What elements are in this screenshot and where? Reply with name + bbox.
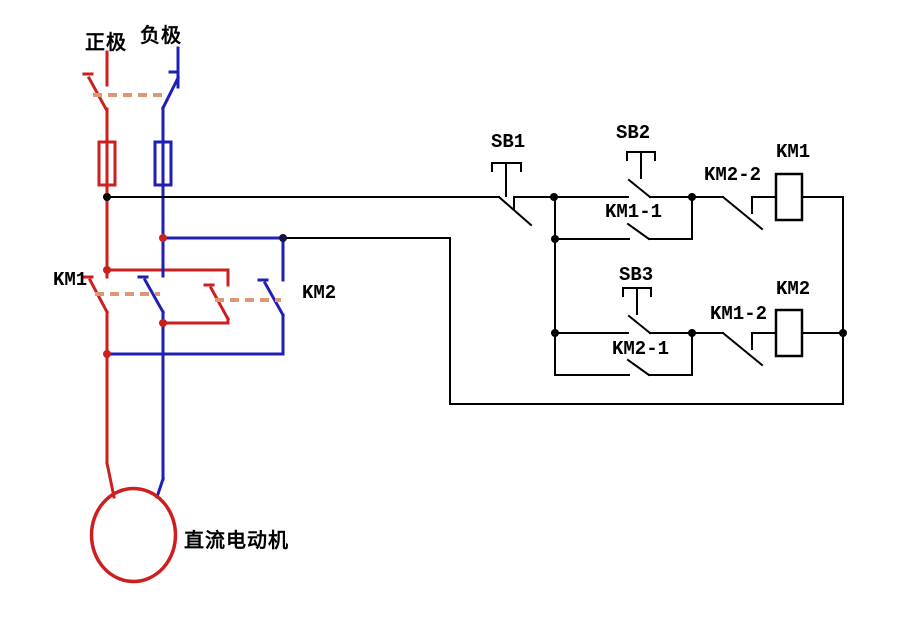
km2-main-contact-b-icon (257, 278, 286, 318)
knife-switch-positive-icon (82, 72, 109, 112)
km1-1-contact-label: KM1-1 (605, 201, 663, 223)
negative-feed-line (105, 46, 286, 499)
knife-switch-negative-icon (160, 70, 181, 111)
sb3-start-button-icon (622, 287, 652, 335)
sb3-button-label: SB3 (619, 264, 654, 286)
km1-main-contacts-label: KM1 (53, 269, 88, 291)
positive-feed-line (82, 50, 231, 499)
km2-main-contact-a-icon (203, 283, 231, 322)
km2-main-contacts-label: KM2 (302, 282, 337, 304)
km2-2-interlock-contact-icon (721, 195, 764, 231)
linkage-dashed-lines (93, 93, 281, 302)
junction-dots (103, 193, 847, 358)
fuse-positive-icon (97, 140, 117, 187)
km2-coil-icon (774, 308, 804, 358)
km1-1-seal-contact-icon (626, 222, 651, 241)
km1-2-contact-label: KM1-2 (710, 303, 768, 325)
dc-motor-label: 直流电动机 (184, 528, 289, 552)
sb2-button-label: SB2 (616, 122, 651, 144)
km2-1-seal-contact-icon (626, 358, 651, 377)
km1-main-contact-b-icon (137, 275, 166, 315)
control-circuit-wires (106, 151, 844, 405)
sb1-stop-button-icon (491, 162, 533, 227)
km2-coil-label: KM2 (776, 278, 811, 300)
km1-coil-icon (774, 172, 804, 222)
negative-terminal-label: 负极 (140, 23, 182, 47)
km1-coil-label: KM1 (776, 141, 811, 163)
km2-1-contact-label: KM2-1 (612, 338, 670, 360)
dc-motor-icon (89, 486, 178, 584)
km2-2-contact-label: KM2-2 (704, 164, 762, 186)
positive-terminal-label: 正极 (85, 30, 127, 54)
km1-2-interlock-contact-icon (721, 331, 764, 367)
sb1-button-label: SB1 (491, 131, 526, 153)
fuse-negative-icon (153, 140, 173, 187)
sb2-start-button-icon (626, 151, 656, 199)
